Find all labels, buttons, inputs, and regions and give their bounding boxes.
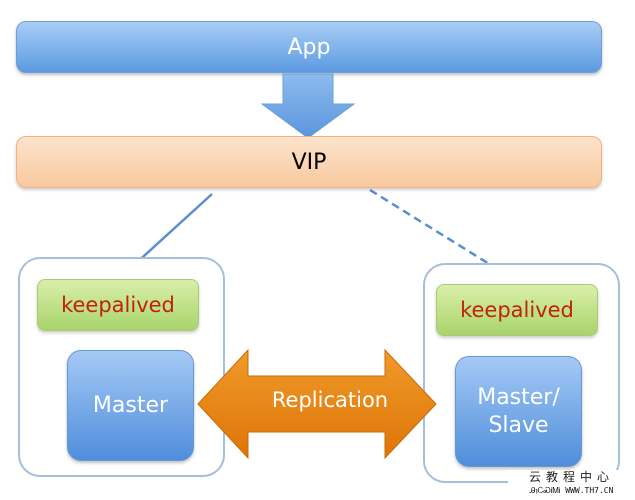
keepalived-slave-box: keepalived [436, 284, 598, 336]
app-label: App [287, 34, 331, 60]
vip-to-slave-dashed-line [369, 188, 518, 282]
app-to-vip-arrow [260, 73, 356, 139]
master-db-box: Master [67, 350, 194, 461]
watermark-subtitle: Ꭿ℩ᏟᏍᎥᎷᎥ WWW.TH7.CN [529, 486, 614, 495]
master-slave-db-box: Master/ Slave [455, 356, 582, 467]
master-db-label: Master [92, 392, 169, 418]
master-slave-db-label-line2: Slave [488, 412, 549, 438]
keepalived-master-label: keepalived [61, 293, 175, 317]
vip-label: VIP [291, 149, 327, 175]
watermark-title: 云教程中心 [528, 470, 614, 484]
vip-box: VIP [16, 136, 602, 188]
watermark: 云教程中心 Ꭿ℩ᏟᏍᎥᎷᎥ WWW.TH7.CN [508, 470, 635, 500]
replication-label: Replication [271, 388, 389, 412]
app-box: App [16, 21, 602, 73]
master-slave-db-label-line1: Master/ [477, 385, 560, 410]
keepalived-master-box: keepalived [37, 279, 199, 331]
keepalived-slave-label: keepalived [460, 298, 574, 322]
replication-double-arrow [197, 348, 437, 460]
